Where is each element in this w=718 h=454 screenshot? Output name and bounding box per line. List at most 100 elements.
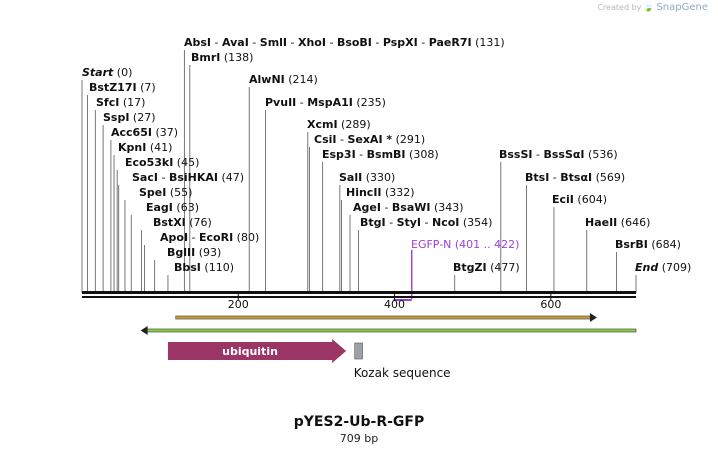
enzyme-name: EciI (552, 193, 574, 206)
plasmid-size: 709 bp (339, 432, 379, 445)
enzyme-name: AlwNI (249, 73, 285, 86)
site-btsi-bts-i: BtsI - BtsαI (569) (525, 171, 625, 293)
enzyme-name: EagI (146, 201, 173, 214)
site-label: Start (0) (82, 66, 132, 79)
enzyme-name: BstXI (153, 216, 186, 229)
site-position: (646) (617, 216, 650, 229)
enzyme-name: BmrI (191, 51, 220, 64)
site-separator: - (296, 96, 307, 109)
site-acc65i: Acc65I (37) (110, 126, 178, 293)
site-label: EciI (604) (552, 193, 607, 206)
created-by-text: Created by (597, 3, 642, 12)
site-position: (17) (119, 96, 145, 109)
site-label: BtgI - StyI - NcoI (354) (360, 216, 492, 229)
site-position: (235) (353, 96, 386, 109)
site-label: SacI - BsiHKAI (47) (132, 171, 244, 184)
enzyme-name: BsrBI (615, 238, 648, 251)
site-label: BbsI (110) (174, 261, 234, 274)
feature-label: Kozak sequence (354, 366, 451, 380)
site-label: PvuII - MspA1I (235) (265, 96, 386, 109)
site-label: BstXI (76) (153, 216, 212, 229)
site-start: Start (0) (81, 66, 132, 293)
site-label: CsiI - SexAI * (291) (314, 133, 425, 146)
site-label: SalI (330) (339, 171, 395, 184)
site-separator: - (533, 148, 544, 161)
site-xcmi: XcmI (289) (307, 118, 371, 293)
snapgene-logo-icon: 🍃 (643, 3, 654, 12)
enzyme-name: BtgZI (453, 261, 487, 274)
enzyme-name: XcmI (307, 118, 338, 131)
backbone-top-strand (82, 291, 636, 294)
enzyme-name: KpnI (118, 141, 146, 154)
site-label: SpeI (55) (139, 186, 192, 199)
site-label: BglII (93) (167, 246, 221, 259)
site-label: Eco53kI (45) (125, 156, 199, 169)
site-separator: - (549, 171, 560, 184)
site-position: (0) (113, 66, 132, 79)
enzyme-name: HincII (346, 186, 382, 199)
enzyme-name: BbsI (174, 261, 201, 274)
site-position: (63) (173, 201, 199, 214)
site-position: (110) (201, 261, 234, 274)
site-label: BtsI - BtsαI (569) (525, 171, 625, 184)
enzyme-name: AbsI (184, 36, 211, 49)
site-position: (308) (406, 148, 439, 161)
site-separator: - (336, 133, 347, 146)
site-bglii: BglII (93) (154, 246, 221, 293)
site-agei-bsawi: AgeI - BsaWI (343) (349, 201, 464, 293)
site-label: BstZ17I (7) (89, 81, 156, 94)
site-separator: - (249, 36, 260, 49)
site-label: EagI (63) (146, 201, 199, 214)
backbone-bottom-strand (82, 296, 636, 298)
site-position: (37) (152, 126, 178, 139)
site-label: AbsI - AvaI - SmlI - XhoI - BsoBI - PspX… (184, 36, 505, 49)
site-position: (709) (658, 261, 691, 274)
site-position: (289) (338, 118, 371, 131)
site-end: End (709) (635, 261, 691, 293)
site-bsssi-bsss-i: BssSI - BssSαI (536) (499, 148, 618, 293)
snapgene-brand: Created by 🍃 SnapGene (597, 2, 708, 13)
site-separator: - (421, 216, 432, 229)
site-eco53ki: Eco53kI (45) (116, 156, 199, 293)
site-position: (27) (129, 111, 155, 124)
site-position: (330) (362, 171, 395, 184)
site-bbsi: BbsI (110) (167, 261, 234, 293)
site-bstxi: BstXI (76) (140, 216, 212, 293)
enzyme-name: BtsI (525, 171, 549, 184)
plasmid-name: pYES2-Ub-R-GFP (293, 414, 425, 430)
site-separator: - (386, 216, 397, 229)
site-position: (7) (137, 81, 156, 94)
enzyme-name: SacI (132, 171, 158, 184)
site-position: (131) (472, 36, 505, 49)
site-position: (291) (392, 133, 425, 146)
site-position: (138) (220, 51, 253, 64)
scale-label-200: 200 (228, 298, 249, 311)
site-separator: - (372, 36, 383, 49)
site-position: (569) (592, 171, 625, 184)
enzyme-name: MspA1I (307, 96, 353, 109)
enzyme-name: BssSαI (543, 148, 584, 161)
feature-kozak-sequence: Kozak sequence (354, 342, 451, 380)
site-separator: - (356, 148, 367, 161)
enzyme-name: Esp3I (322, 148, 356, 161)
site-label: HincII (332) (346, 186, 415, 199)
enzyme-name: XhoI (298, 36, 326, 49)
site-position: (604) (574, 193, 607, 206)
feature-label: ubiquitin (222, 345, 278, 358)
site-position: (41) (146, 141, 172, 154)
site-saci-bsihkai: SacI - BsiHKAI (47) (118, 171, 244, 293)
enzyme-name: BsaWI (392, 201, 431, 214)
site-position: (477) (487, 261, 520, 274)
feature-box-shape (354, 342, 363, 360)
site-label: KpnI (41) (118, 141, 172, 154)
site-label: BtgZI (477) (453, 261, 520, 274)
site-position: (76) (186, 216, 212, 229)
enzyme-name: SfcI (96, 96, 119, 109)
forward-arrow-icon (589, 313, 597, 322)
site-label: ApoI - EcoRI (80) (160, 231, 259, 244)
site-position: (45) (173, 156, 199, 169)
enzyme-name: ApoI (160, 231, 188, 244)
site-separator: - (381, 201, 392, 214)
